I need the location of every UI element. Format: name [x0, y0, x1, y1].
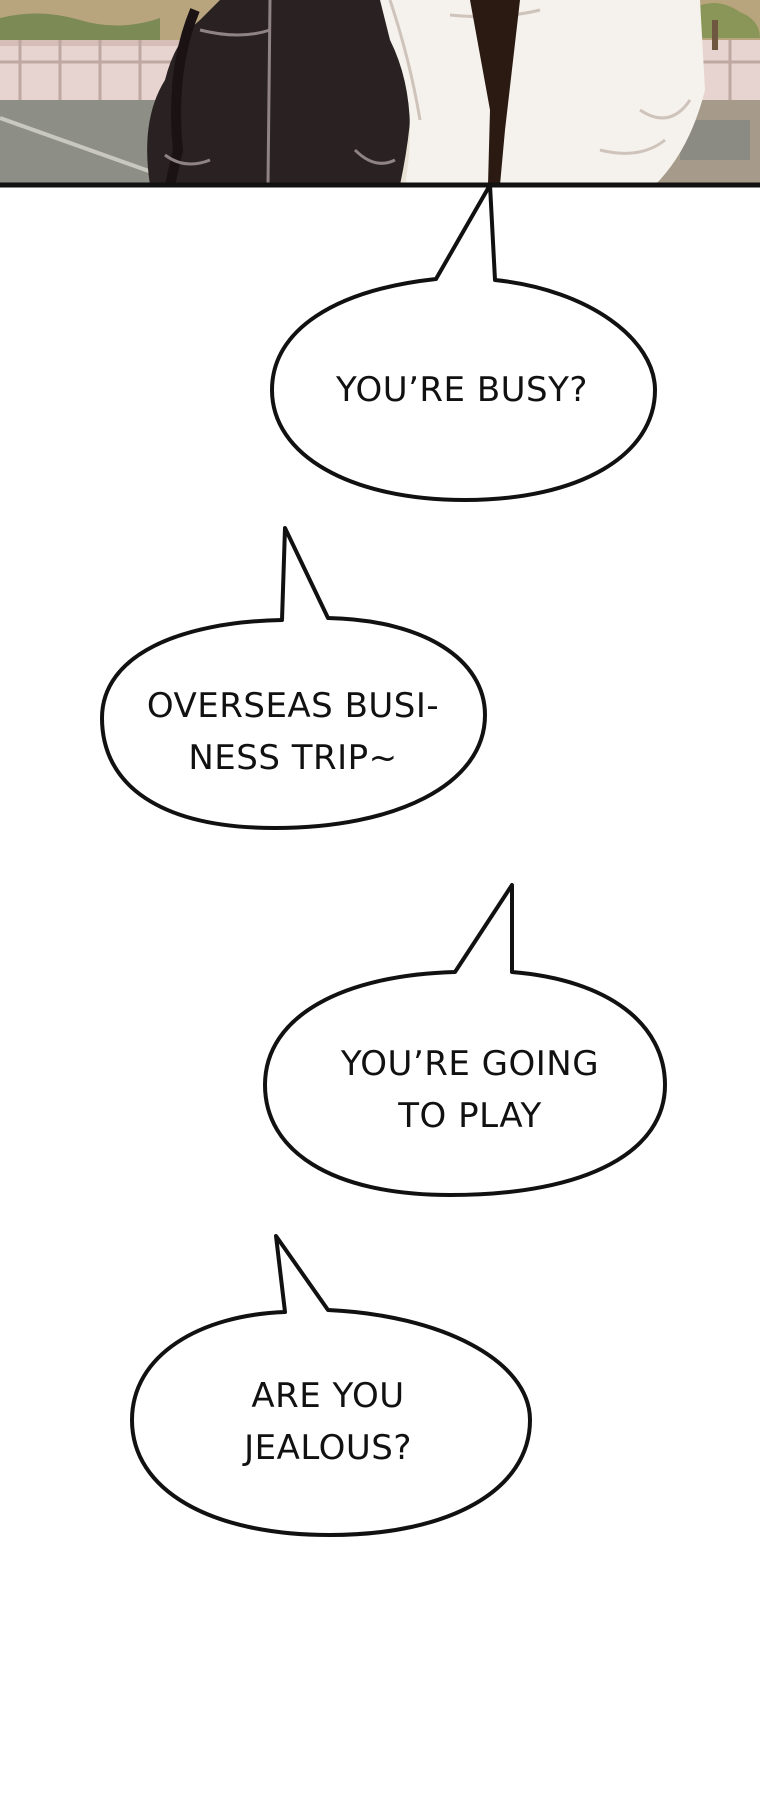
bubble-2-line-2: NESS TRIP~: [188, 738, 398, 778]
bubble-3-text: YOU’RE GOING TO PLAY: [310, 1038, 630, 1142]
bubble-4-text: ARE YOU JEALOUS?: [178, 1370, 478, 1474]
bubble-1-line-1: YOU’RE BUSY?: [336, 370, 588, 410]
bubble-4-line-1: ARE YOU: [251, 1376, 405, 1416]
speech-bubble-4: [130, 1234, 532, 1537]
speech-bubble-2: [100, 526, 487, 830]
speech-bubble-3: [263, 883, 667, 1197]
bubble-3-line-1: YOU’RE GOING: [340, 1044, 600, 1084]
top-scene-panel: [0, 0, 760, 188]
bubble-2-text: OVERSEAS BUSI- NESS TRIP~: [128, 680, 458, 784]
bubble-4-line-2: JEALOUS?: [244, 1428, 412, 1468]
bubble-2-line-1: OVERSEAS BUSI-: [146, 686, 440, 726]
bubble-1-text: YOU’RE BUSY?: [302, 364, 622, 416]
bubble-3-line-2: TO PLAY: [398, 1096, 542, 1136]
speech-bubble-1: [270, 183, 657, 502]
